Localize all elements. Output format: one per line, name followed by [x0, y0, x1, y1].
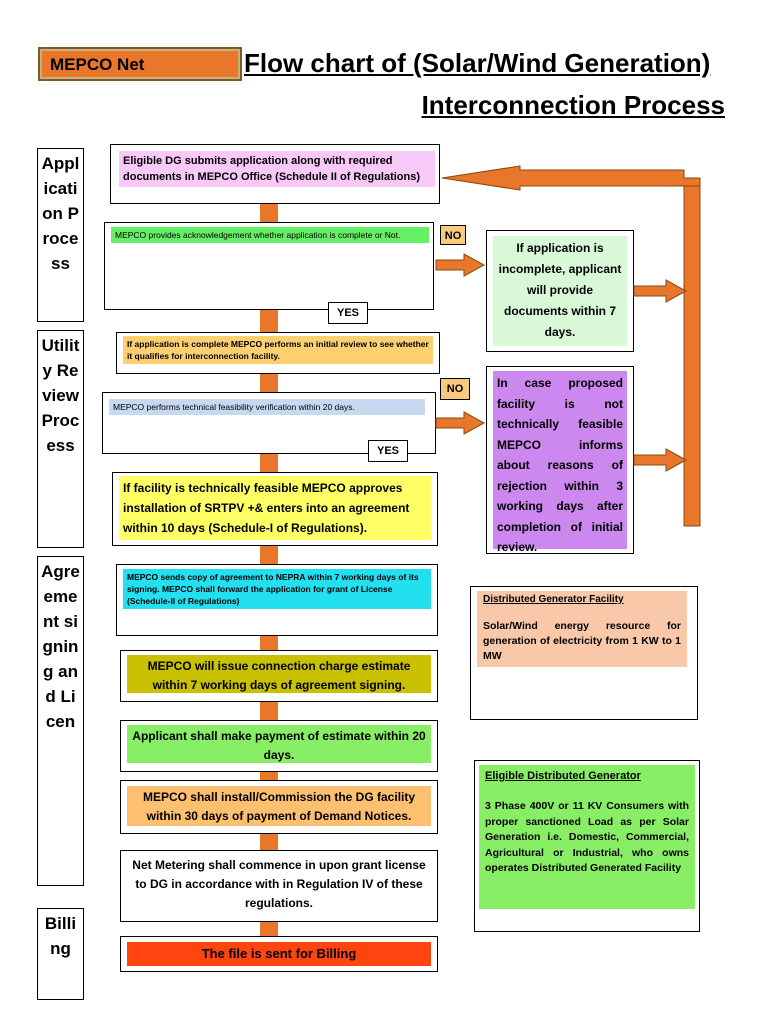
info-box-heading: Distributed Generator Facility: [483, 594, 624, 605]
connector: [260, 634, 278, 650]
phase-label-application: Application Process: [37, 148, 84, 322]
decision-no-tag: NO: [440, 225, 466, 245]
connector: [260, 920, 278, 936]
outcome-text: In case proposed facility is not technic…: [493, 371, 627, 554]
arrow-incomplete-to-feedback: [633, 279, 688, 303]
info-box-heading: Eligible Distributed Generator: [485, 770, 641, 782]
step-text: The file is sent for Billing: [127, 942, 431, 966]
step-text: MEPCO performs technical feasibility ver…: [109, 399, 425, 415]
step-text: MEPCO sends copy of agreement to NEPRA w…: [123, 569, 431, 609]
step-text: Applicant shall make payment of estimate…: [127, 725, 431, 763]
outcome-not-feasible: In case proposed facility is not technic…: [486, 366, 634, 554]
step-approve-agreement: If facility is technically feasible MEPC…: [112, 472, 438, 546]
step-initial-review: If application is complete MEPCO perform…: [116, 332, 440, 374]
arrow-no-not-feasible: [435, 411, 486, 435]
page-title-line1: Flow chart of (Solar/Wind Generation): [244, 48, 711, 78]
connector: [260, 770, 278, 780]
step-text: MEPCO will issue connection charge estim…: [127, 655, 431, 693]
step-text: MEPCO shall install/Commission the DG fa…: [127, 786, 431, 826]
phase-label-agreement: Agreement signing and Licen: [37, 556, 84, 886]
decision-no-tag: NO: [440, 378, 470, 400]
arrow-no-incomplete: [435, 253, 486, 277]
step-submit-application: Eligible DG submits application along wi…: [110, 144, 440, 204]
mepco-net-badge: MEPCO Net: [38, 47, 242, 81]
decision-yes-tag: YES: [328, 302, 368, 324]
info-box-background: [479, 765, 695, 909]
step-payment: Applicant shall make payment of estimate…: [120, 720, 438, 772]
info-box-background: [477, 591, 687, 667]
page-title-line2: Interconnection Process: [421, 90, 725, 120]
step-text: Net Metering shall commence in upon gran…: [132, 858, 426, 910]
connector: [260, 308, 278, 334]
phase-label-billing: Billing: [37, 908, 84, 1000]
step-text: If application is complete MEPCO perform…: [123, 336, 433, 364]
step-billing: The file is sent for Billing: [120, 936, 438, 972]
phase-label-utility-review: Utility Review Process: [37, 330, 84, 548]
step-send-to-nepra: MEPCO sends copy of agreement to NEPRA w…: [116, 564, 438, 636]
connector: [260, 544, 278, 564]
step-text: Eligible DG submits application along wi…: [119, 151, 435, 187]
connector: [260, 452, 278, 474]
arrow-not-feasible-to-feedback: [633, 448, 688, 472]
decision-yes-tag: YES: [368, 440, 408, 462]
info-box-distributed-generator-facility: Distributed Generator Facility Solar/Win…: [470, 586, 698, 720]
info-box-body: Solar/Wind energy resource for generatio…: [483, 620, 681, 662]
step-install-commission: MEPCO shall install/Commission the DG fa…: [120, 780, 438, 834]
info-box-body: 3 Phase 400V or 11 KV Consumers with pro…: [485, 800, 689, 874]
connector: [260, 700, 278, 720]
outcome-text: If application is incomplete, applicant …: [493, 236, 627, 346]
feedback-bar: [683, 177, 701, 527]
outcome-incomplete-application: If application is incomplete, applicant …: [486, 230, 634, 352]
feedback-arrow-to-submit: [441, 165, 701, 191]
step-acknowledgement: MEPCO provides acknowledgement whether a…: [104, 222, 434, 310]
connector: [260, 372, 278, 394]
step-charge-estimate: MEPCO will issue connection charge estim…: [120, 650, 438, 702]
info-box-eligible-distributed-generator: Eligible Distributed Generator 3 Phase 4…: [474, 760, 700, 932]
connector: [260, 832, 278, 850]
connector: [260, 202, 278, 222]
step-net-metering: Net Metering shall commence in upon gran…: [120, 850, 438, 922]
step-text: If facility is technically feasible MEPC…: [119, 476, 431, 540]
step-text: MEPCO provides acknowledgement whether a…: [111, 227, 429, 243]
